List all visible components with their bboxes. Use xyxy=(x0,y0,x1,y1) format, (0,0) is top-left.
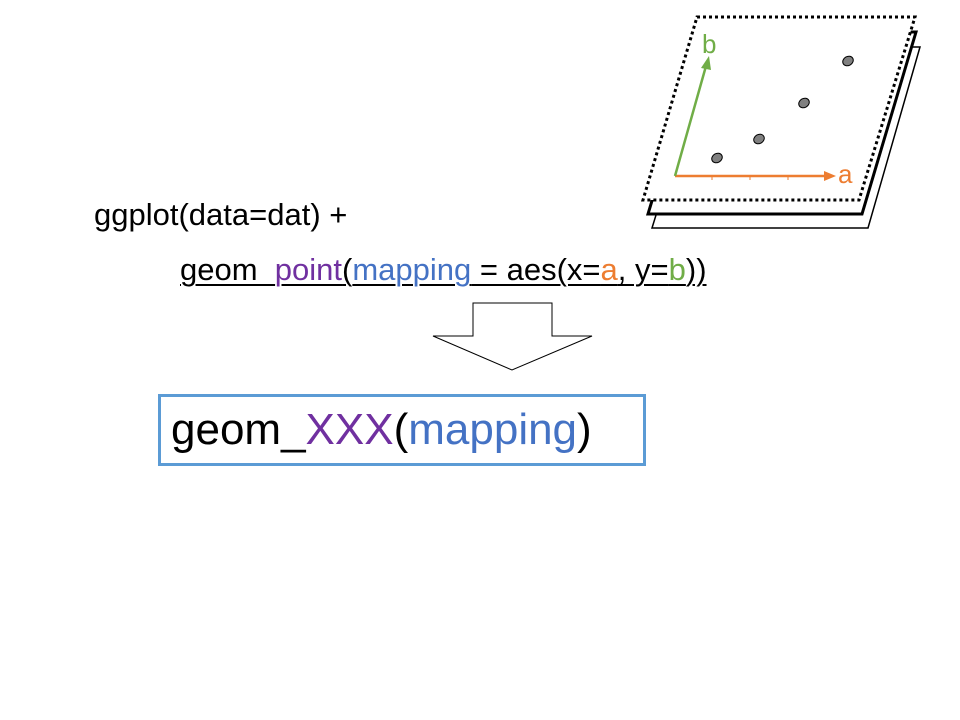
x-axis-arrowhead xyxy=(824,171,836,181)
data-point xyxy=(753,133,765,145)
template-close-paren: ) xyxy=(577,405,592,454)
code-mapping-arg: mapping xyxy=(352,252,472,287)
code-ggplot-call: ggplot(data=dat) + xyxy=(94,197,348,232)
down-arrow-icon xyxy=(432,302,593,371)
y-axis-arrowhead xyxy=(701,56,711,70)
template-geom-prefix: geom_ xyxy=(171,405,306,454)
code-aes-start: = aes(x= xyxy=(471,252,601,287)
code-x-var: a xyxy=(600,252,618,287)
code-y-sep: , y= xyxy=(617,252,669,287)
code-open-paren: ( xyxy=(342,252,353,287)
data-point xyxy=(798,97,810,109)
geom-template-box: geom_XXX( mapping) xyxy=(158,394,646,466)
template-geom-name: XXX xyxy=(305,405,394,454)
code-y-var: b xyxy=(668,252,686,287)
code-line-geom-point: geom_point(mapping = aes(x=a, y=b)) xyxy=(180,252,707,288)
code-close-parens: )) xyxy=(685,252,707,287)
code-geom-name: point xyxy=(274,252,343,287)
code-line-ggplot: ggplot(data=dat) + xyxy=(94,197,347,233)
y-axis-label: b xyxy=(702,29,716,59)
data-point xyxy=(711,152,723,164)
code-geom-prefix: geom_ xyxy=(180,252,275,287)
x-axis-label: a xyxy=(838,159,853,189)
template-mapping-arg: mapping xyxy=(408,405,578,454)
data-point xyxy=(842,55,854,67)
y-axis-arrow xyxy=(673,65,708,177)
template-open-paren: ( xyxy=(393,405,409,454)
